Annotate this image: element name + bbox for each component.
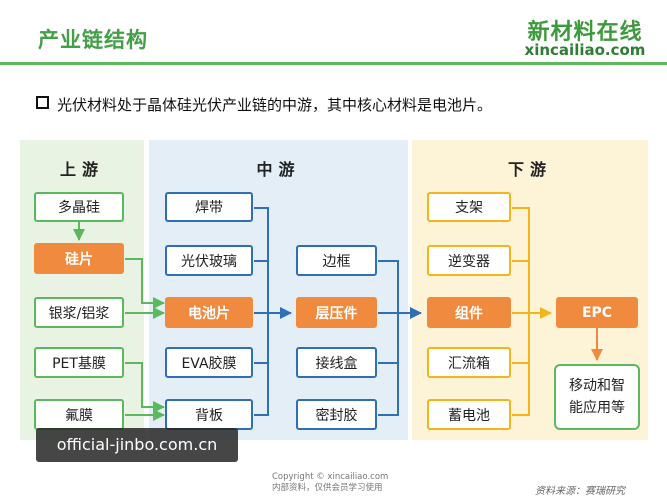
title-divider <box>0 62 667 65</box>
copyright-line-2: 内部资料，仅供会员学习使用 <box>272 483 383 493</box>
node-mount: 支架 <box>427 192 511 222</box>
midstream-title: 中游 <box>256 160 301 179</box>
node-cell: 电池片 <box>165 297 253 328</box>
watermark-badge: official-jinbo.com.cn <box>36 428 238 462</box>
downstream-title: 下游 <box>507 160 552 179</box>
logo-url-text: xincailiao.com <box>524 41 646 59</box>
apps-line-1: 移动和智 <box>569 378 625 394</box>
logo-brand-text: 新材料在线 <box>527 20 643 45</box>
node-ribbon: 焊带 <box>165 192 253 222</box>
node-inverter: 逆变器 <box>427 245 511 276</box>
midstream-panel: 中游 <box>149 140 408 440</box>
upstream-panel: 上游 <box>20 140 144 440</box>
brand-logo: 新材料在线 xincailiao.com <box>520 14 650 60</box>
arrow-wafer-cell <box>125 258 165 309</box>
node-wafer: 硅片 <box>34 243 124 274</box>
node-polysilicon: 多晶硅 <box>34 192 124 222</box>
apps-line-2: 能应用等 <box>569 400 625 416</box>
node-module: 组件 <box>427 297 511 328</box>
node-fluoro-film: 氟膜 <box>34 399 124 430</box>
node-combiner-box: 汇流箱 <box>427 347 511 378</box>
bullet-text: 光伏材料处于晶体硅光伏产业链的中游，其中核心材料是电池片。 <box>57 96 493 114</box>
bus-down <box>512 207 530 416</box>
copyright-line-1: Copyright © xincailiao.com <box>272 472 389 482</box>
node-eva-film: EVA胶膜 <box>165 347 253 378</box>
node-epc: EPC <box>556 297 638 328</box>
node-mobile-smart-apps: 移动和智 能应用等 <box>554 364 640 430</box>
node-battery: 蓄电池 <box>427 399 511 430</box>
node-sealant: 密封胶 <box>296 399 377 430</box>
node-paste: 银浆/铝浆 <box>34 297 124 328</box>
node-laminate: 层压件 <box>296 297 377 328</box>
bullet-text-row: 光伏材料处于晶体硅光伏产业链的中游，其中核心材料是电池片。 <box>36 94 492 115</box>
arrow-pet-backsheet <box>125 362 165 413</box>
node-backsheet: 背板 <box>165 399 253 430</box>
source-note: 资料来源：赛瑞研究 <box>535 486 625 497</box>
node-frame: 边框 <box>296 245 377 276</box>
square-bullet-icon <box>36 96 49 109</box>
page-title: 产业链结构 <box>38 28 148 52</box>
upstream-title: 上游 <box>59 160 104 179</box>
copyright-notice: Copyright © xincailiao.com 内部资料，仅供会员学习使用 <box>272 472 388 494</box>
node-pet-film: PET基膜 <box>34 347 124 378</box>
node-junction-box: 接线盒 <box>296 347 377 378</box>
bus-mid-left <box>254 207 269 416</box>
node-pv-glass: 光伏玻璃 <box>165 245 253 276</box>
bus-mid-right <box>378 260 399 416</box>
